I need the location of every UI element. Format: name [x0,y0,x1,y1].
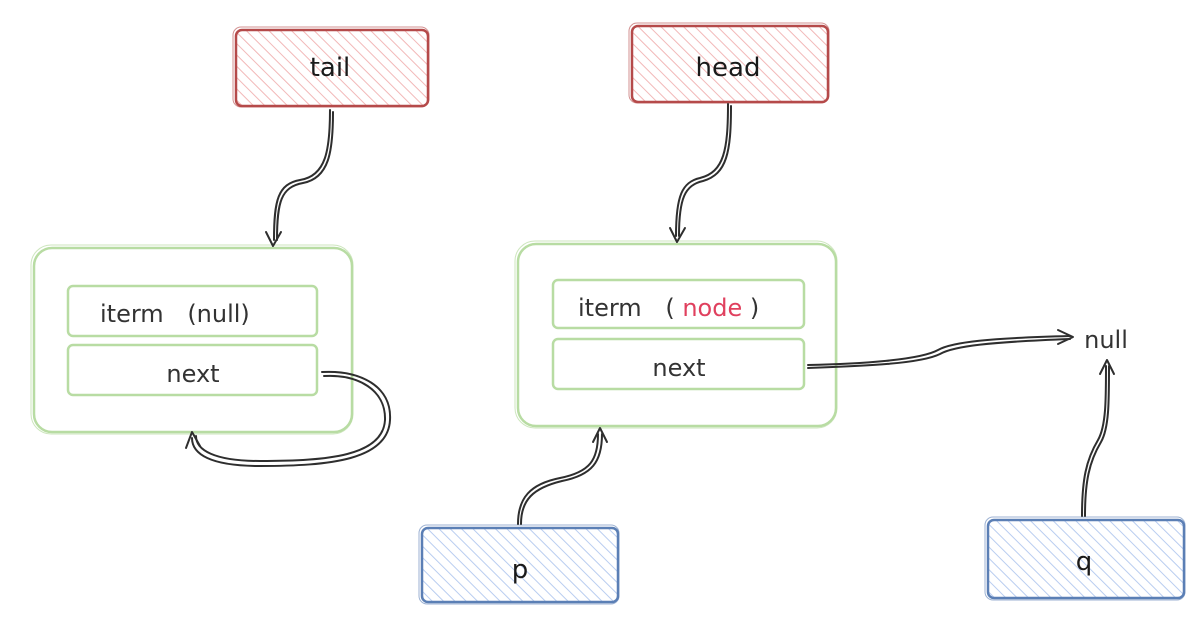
p-label: p [512,555,529,585]
p-to-node-arrow [517,427,608,525]
q-label: q [1076,547,1093,577]
left-next-self-loop-arrow [185,370,392,467]
q-variable-box: q [984,516,1186,601]
svg-text:iterm ( node: iterm ( node ) [578,294,759,322]
head-label: head [696,53,761,83]
tail-to-node-arrow [265,109,334,247]
svg-text:iterm (null): iterm (null) [100,300,250,328]
node-left-item-value: (null) [187,300,249,328]
node-right: iterm ( node ) next [514,240,838,429]
node-right-item-close: ) [750,294,759,322]
tail-pointer-box: tail [232,26,430,108]
node-right-next-field: next [551,337,806,391]
node-right-item-open: ( [665,294,674,322]
node-left: iterm (null) next [30,244,354,435]
p-variable-box: p [418,524,620,605]
head-pointer-box: head [628,22,830,104]
head-to-node-arrow [669,103,732,243]
node-left-item-prefix: iterm [100,300,164,328]
node-left-next-field: next [66,343,319,397]
tail-label: tail [310,53,351,83]
right-next-to-null-arrow [807,329,1074,369]
node-right-next-label: next [652,354,705,382]
node-left-next-label: next [166,360,219,388]
node-right-item-prefix: iterm [578,294,642,322]
node-left-item-field: iterm (null) [66,284,319,338]
node-right-item-field: iterm ( node ) [551,278,806,330]
q-to-null-arrow [1081,359,1115,517]
node-right-item-value: node [682,294,742,322]
null-label: null [1084,326,1128,354]
